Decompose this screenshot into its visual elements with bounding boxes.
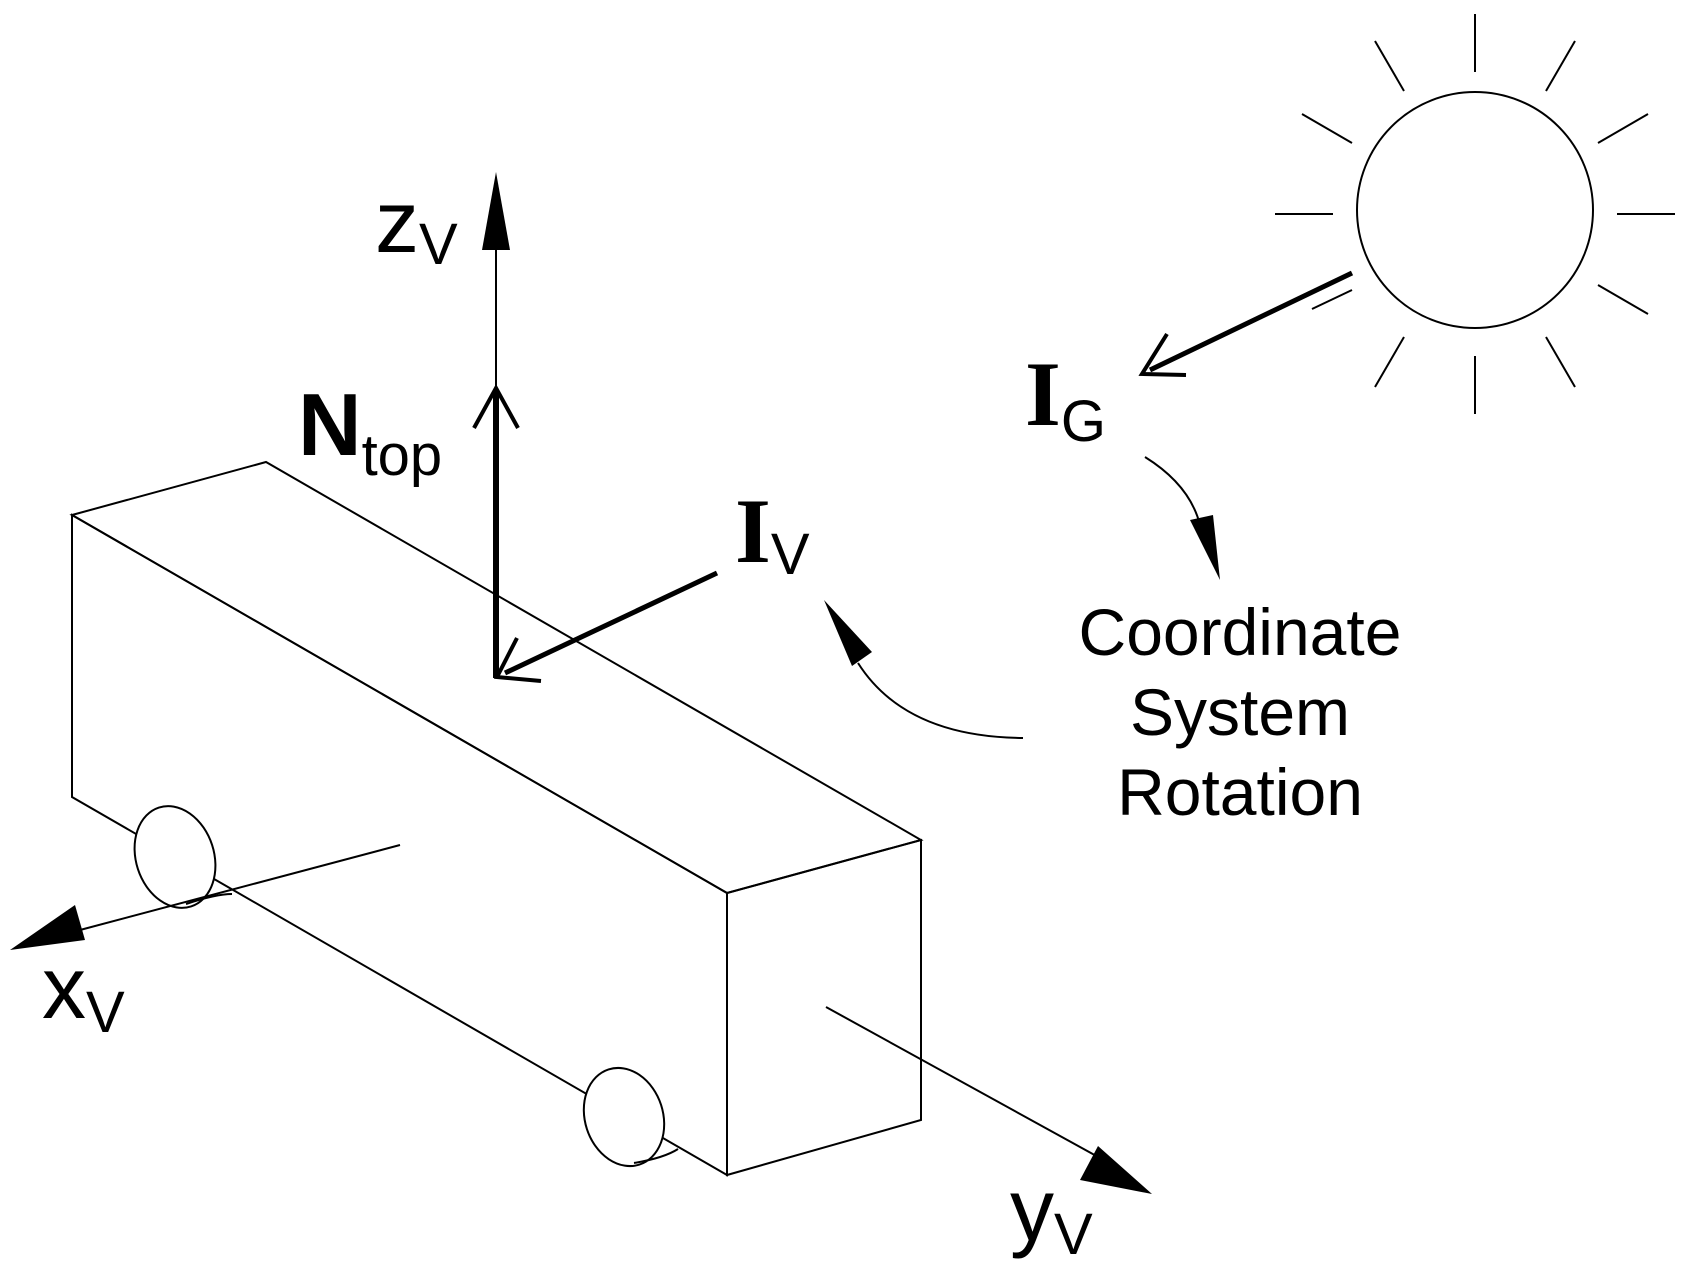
vehicle-light-vector: [493, 570, 719, 683]
x-axis: [10, 844, 401, 950]
normal-vector: [472, 383, 520, 678]
bus-wheel-front: [133, 805, 217, 909]
bus-wheel-rear: [582, 1066, 666, 1168]
ground-light-label: IG: [1025, 343, 1106, 454]
y-axis-arrowhead: [1080, 1146, 1152, 1194]
rotation-arrow-up: [857, 662, 1024, 739]
normal-label: Ntop: [298, 375, 442, 488]
y-axis: [825, 1006, 1152, 1194]
z-axis-label: zV: [375, 172, 458, 277]
rotation-arrow-down: [1144, 456, 1201, 526]
vehicle-light-label: IV: [735, 480, 810, 587]
rotation-caption-line-2: System: [1130, 675, 1350, 749]
x-axis-label: xV: [42, 938, 125, 1045]
x-axis-arrowhead: [10, 905, 85, 950]
y-axis-label: yV: [1010, 1160, 1093, 1267]
bus-wheel-rear-shadow: [633, 1148, 679, 1164]
rotation-arrows: [824, 456, 1220, 739]
bus: [69, 460, 924, 1177]
bus-front-face: [726, 838, 922, 1177]
z-axis-arrowhead: [482, 172, 510, 250]
bus-wheel-front-shadow: [185, 893, 233, 905]
rotation-caption-line-1: Coordinate: [1079, 595, 1402, 669]
rotation-caption-line-3: Rotation: [1117, 755, 1363, 829]
rotation-arrow-up-head: [824, 600, 872, 666]
ground-light-vector: [1138, 270, 1354, 377]
sun-icon: [1275, 14, 1675, 414]
rotation-arrow-down-head: [1190, 515, 1220, 580]
